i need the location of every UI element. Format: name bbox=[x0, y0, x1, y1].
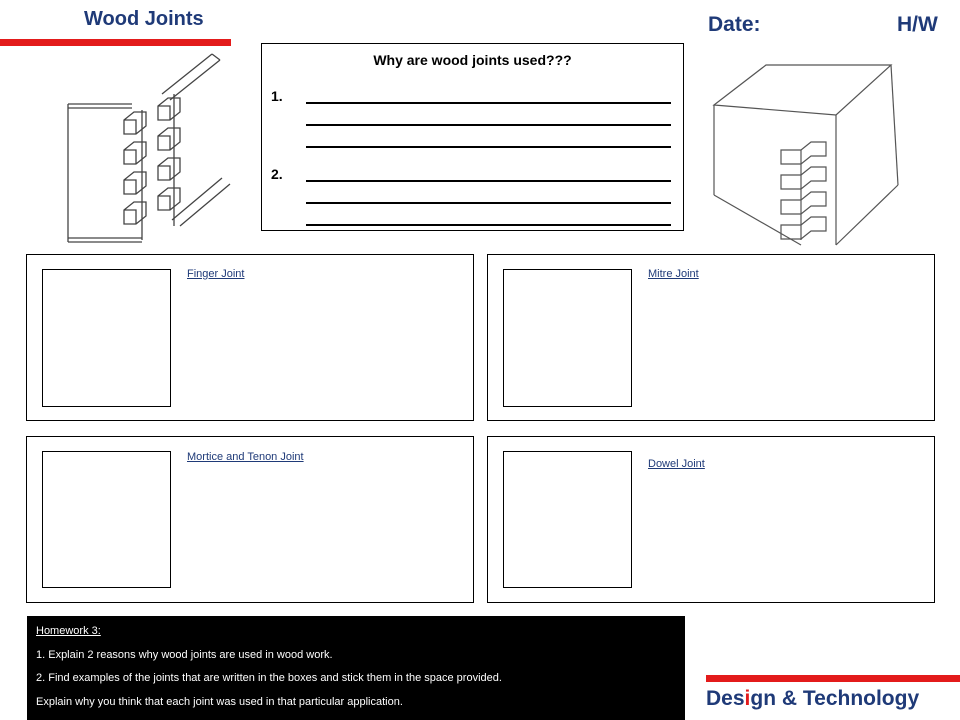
homework-label: H/W bbox=[897, 13, 938, 36]
photo-area-mitre bbox=[503, 269, 632, 407]
answer-line bbox=[306, 146, 671, 148]
finger-joint-illustration bbox=[67, 53, 231, 243]
joint-label-dowel: Dowel Joint bbox=[648, 458, 705, 470]
page-title: Wood Joints bbox=[84, 8, 204, 30]
answer-line bbox=[306, 180, 671, 182]
homework-line-2: 2. Find examples of the joints that are … bbox=[36, 672, 502, 684]
answer-number-2: 2. bbox=[271, 166, 283, 182]
homework-line-3: Explain why you think that each joint wa… bbox=[36, 696, 403, 708]
question-title: Why are wood joints used??? bbox=[373, 52, 572, 68]
joint-label-mitre: Mitre Joint bbox=[648, 268, 699, 280]
joint-label-finger: Finger Joint bbox=[187, 268, 245, 280]
footer-accent-bar bbox=[706, 675, 960, 682]
question-box: Why are wood joints used??? 1. 2. bbox=[261, 43, 684, 231]
answer-line bbox=[306, 202, 671, 204]
dovetail-joint-illustration bbox=[712, 64, 899, 246]
design-technology-brand: Design & Technology bbox=[706, 687, 919, 711]
title-underline-bar bbox=[0, 39, 231, 46]
photo-area-finger bbox=[42, 269, 171, 407]
joint-label-mortice-tenon: Mortice and Tenon Joint bbox=[187, 451, 304, 463]
photo-area-mortice-tenon bbox=[42, 451, 171, 588]
answer-line bbox=[306, 224, 671, 226]
photo-area-dowel bbox=[503, 451, 632, 588]
answer-line bbox=[306, 102, 671, 104]
answer-number-1: 1. bbox=[271, 88, 283, 104]
homework-line-1: 1. Explain 2 reasons why wood joints are… bbox=[36, 649, 333, 661]
homework-title: Homework 3: bbox=[36, 625, 101, 637]
date-label: Date: bbox=[708, 13, 761, 36]
brand-text-end: gn & Technology bbox=[750, 687, 920, 710]
homework-box: Homework 3: 1. Explain 2 reasons why woo… bbox=[27, 616, 685, 720]
answer-line bbox=[306, 124, 671, 126]
brand-text-accent: i bbox=[744, 687, 751, 710]
brand-text-start: Des bbox=[706, 687, 745, 710]
